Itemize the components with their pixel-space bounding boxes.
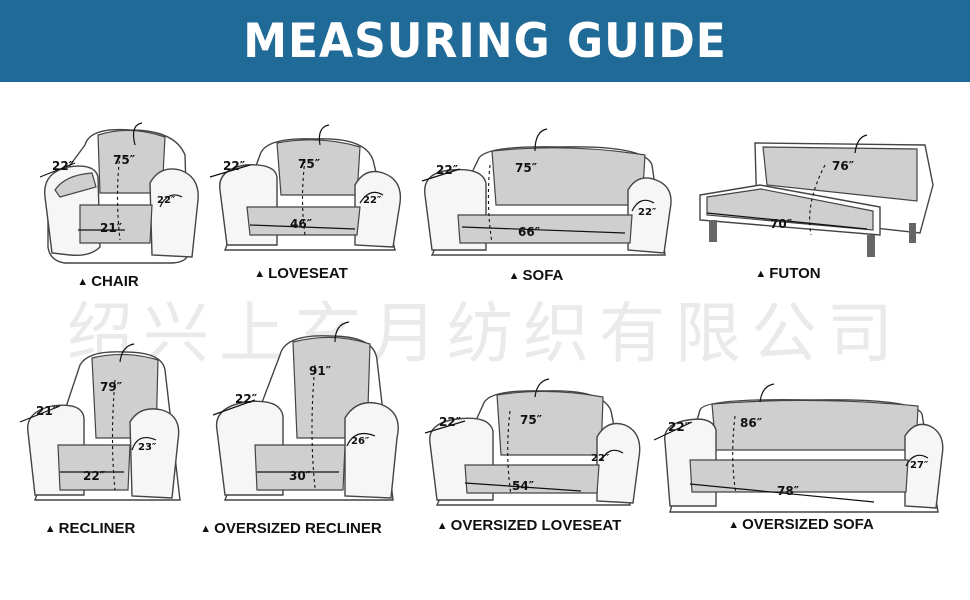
recliner-back-dim: 79″ <box>100 380 123 394</box>
item-loveseat: 75″ 22″ 22″ 46″ ▲ LOVESEAT <box>205 115 405 290</box>
triangle-icon: ▲ <box>44 522 56 535</box>
triangle-icon: ▲ <box>508 269 520 282</box>
chair-side-dim: 22″ <box>157 195 176 206</box>
recliner-side-dim: 23″ <box>138 442 157 453</box>
oversized-recliner-label: ▲ OVERSIZED RECLINER <box>200 520 382 537</box>
futon-seat-dim: 70″ <box>770 217 793 231</box>
oversized-recliner-arm-dim: 22″ <box>235 392 258 406</box>
header-banner: MEASURING GUIDE <box>0 0 970 82</box>
item-oversized-recliner: 91″ 22″ 26″ 30″ ▲ OVERSIZED RECLINER <box>200 320 405 550</box>
item-oversized-sofa: 86″ 22″ 27″ 78″ ▲ OVERSIZED SOFA <box>650 380 950 550</box>
oversized-sofa-illustration <box>653 383 944 513</box>
loveseat-seat-dim: 46″ <box>290 217 313 231</box>
sofa-seat-dim: 66″ <box>518 225 541 239</box>
oversized-sofa-arm-dim: 22″ <box>668 420 691 434</box>
oversized-recliner-illustration <box>212 321 399 501</box>
loveseat-illustration <box>209 124 402 251</box>
oversized-loveseat-illustration <box>424 378 641 506</box>
oversized-sofa-back-dim: 86″ <box>740 416 763 430</box>
loveseat-back-dim: 75″ <box>298 157 321 171</box>
chair-illustration <box>39 122 199 264</box>
oversized-recliner-seat-dim: 30″ <box>289 469 312 483</box>
sofa-side-dim: 22″ <box>638 207 657 218</box>
recliner-label: ▲ RECLINER <box>44 520 136 537</box>
chair-back-dim: 75″ <box>113 153 136 167</box>
triangle-icon: ▲ <box>254 267 266 280</box>
sofa-illustration <box>421 128 672 256</box>
chair-seat-dim: 21″ <box>100 221 123 235</box>
page-title: MEASURING GUIDE <box>243 13 727 69</box>
chair-label: ▲ CHAIR <box>77 273 139 290</box>
oversized-loveseat-label: ▲ OVERSIZED LOVESEAT <box>436 517 622 534</box>
item-oversized-loveseat: 75″ 22″ 22″ 54″ ▲ OVERSIZED LOVESEAT <box>424 375 645 550</box>
loveseat-arm-dim: 22″ <box>223 159 246 173</box>
chair-arm-dim: 22″ <box>52 159 75 173</box>
futon-back-dim: 76″ <box>832 159 855 173</box>
oversized-recliner-side-dim: 26″ <box>351 436 370 447</box>
oversized-sofa-seat-dim: 78″ <box>777 484 800 498</box>
item-recliner: 79″ 21″ 23″ 22″ ▲ RECLINER <box>19 340 200 550</box>
triangle-icon: ▲ <box>436 519 448 532</box>
futon-illustration <box>699 134 934 257</box>
oversized-sofa-side-dim: 27″ <box>910 460 929 471</box>
recliner-arm-dim: 21″ <box>36 404 59 418</box>
recliner-seat-dim: 22″ <box>83 469 106 483</box>
oversized-recliner-back-dim: 91″ <box>309 364 332 378</box>
oversized-loveseat-back-dim: 75″ <box>520 413 543 427</box>
oversized-loveseat-seat-dim: 54″ <box>512 479 535 493</box>
loveseat-label: ▲ LOVESEAT <box>254 265 348 282</box>
oversized-loveseat-side-dim: 22″ <box>591 453 610 464</box>
triangle-icon: ▲ <box>77 275 89 288</box>
futon-label: ▲ FUTON <box>755 265 821 282</box>
oversized-loveseat-arm-dim: 22″ <box>439 415 462 429</box>
triangle-icon: ▲ <box>755 267 767 280</box>
triangle-icon: ▲ <box>200 522 212 535</box>
sofa-label: ▲ SOFA <box>508 267 564 284</box>
sofa-arm-dim: 22″ <box>436 163 459 177</box>
loveseat-side-dim: 22″ <box>363 195 382 206</box>
item-futon: 76″ 70″ ▲ FUTON <box>695 115 940 290</box>
recliner-illustration <box>19 343 181 501</box>
triangle-icon: ▲ <box>728 518 740 531</box>
oversized-sofa-label: ▲ OVERSIZED SOFA <box>728 516 874 533</box>
sofa-back-dim: 75″ <box>515 161 538 175</box>
item-sofa: 75″ 22″ 22″ 66″ ▲ SOFA <box>420 115 680 290</box>
item-chair: 75″ 22″ 22″ 21″ ▲ CHAIR <box>30 115 200 290</box>
